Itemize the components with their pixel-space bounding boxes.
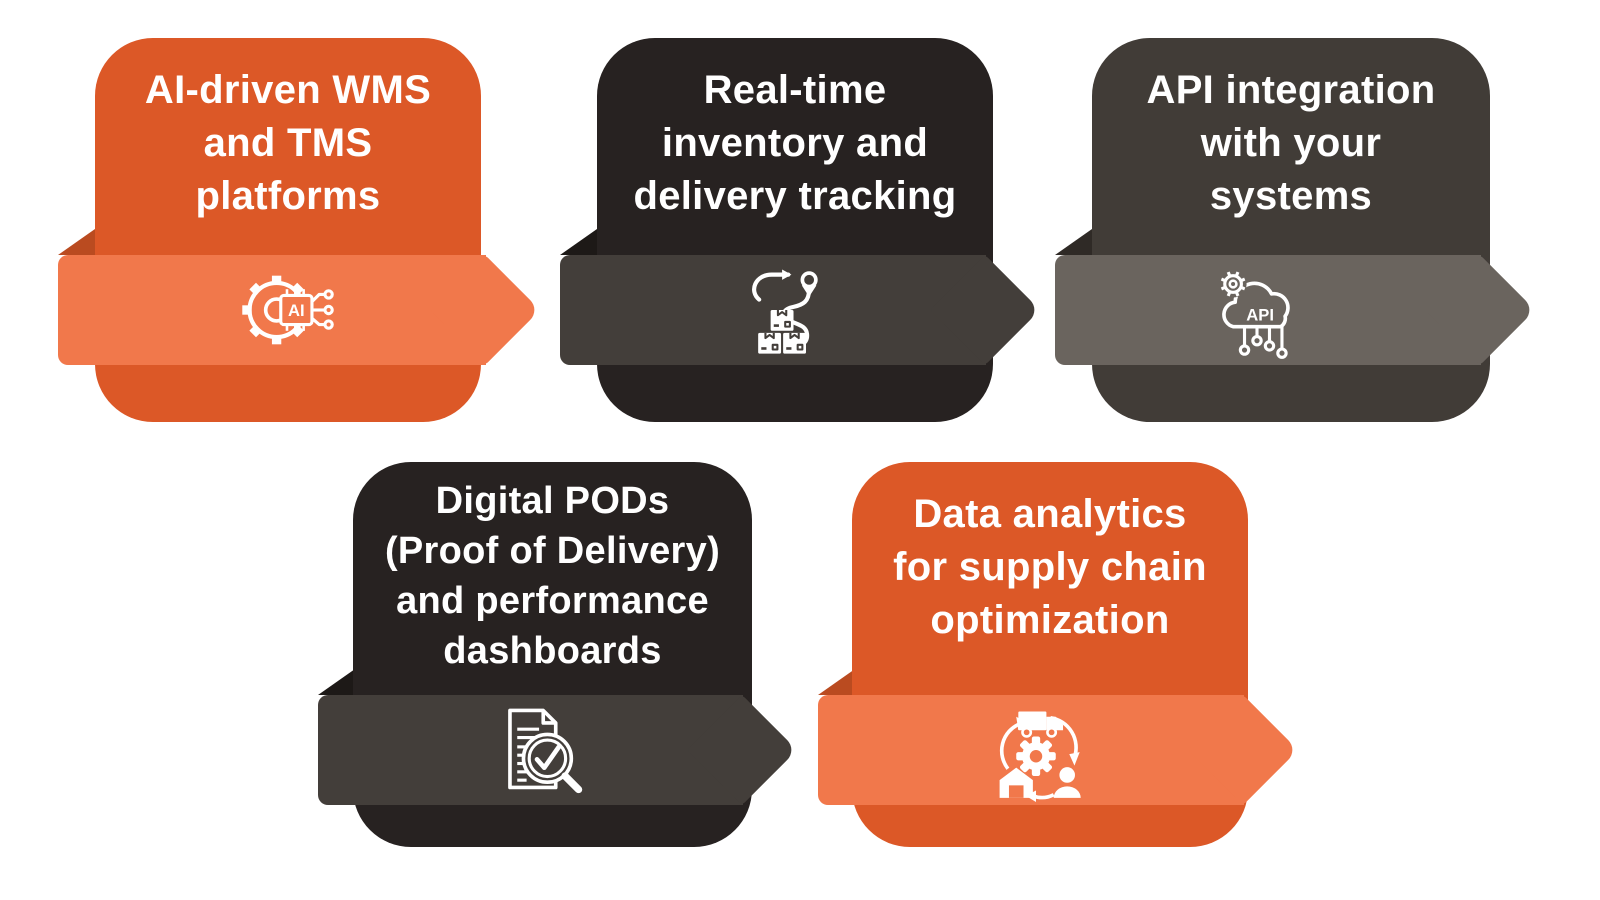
- svg-text:AI: AI: [288, 301, 305, 320]
- ai-chip-gear-icon: AI: [242, 275, 334, 345]
- ribbon-banner: [1055, 255, 1481, 365]
- svg-text:API: API: [1246, 305, 1274, 324]
- card-title: Data analytics for supply chain optimiza…: [893, 492, 1207, 642]
- supply-chain-cycle-icon: [999, 711, 1081, 802]
- card-title: Digital PODs (Proof of Delivery) and per…: [384, 480, 721, 672]
- document-check-magnifier-icon: [508, 708, 583, 794]
- card-title: Real-time inventory and delivery trackin…: [633, 68, 957, 218]
- inventory-route-icon: [752, 269, 818, 354]
- card-title: API integration with your systems: [1146, 68, 1436, 218]
- card-title: AI-driven WMS and TMS platforms: [144, 68, 432, 218]
- ribbon-fold: [818, 669, 855, 695]
- api-cloud-icon: API: [1219, 270, 1290, 359]
- ribbon-banner: [58, 255, 486, 365]
